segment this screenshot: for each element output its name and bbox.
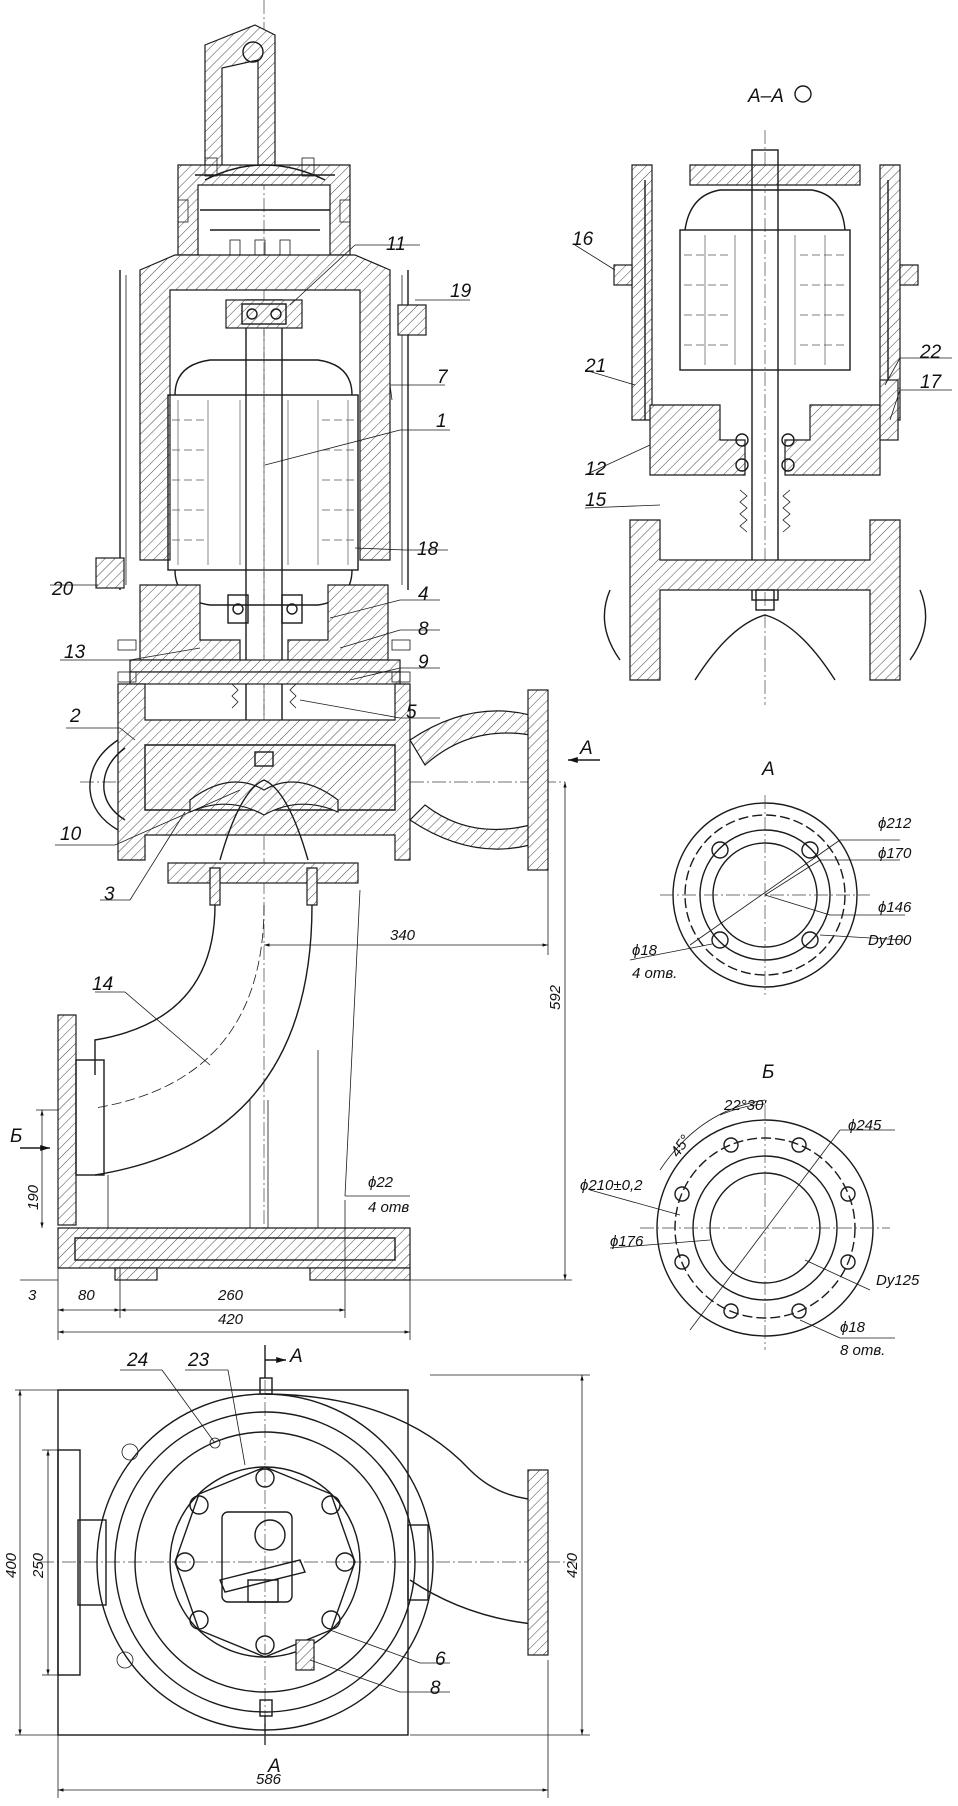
flange-b-phi245: ϕ245 — [848, 1117, 882, 1134]
part-4: 4 — [418, 584, 429, 605]
part-10: 10 — [60, 824, 82, 845]
dim-190: 190 — [25, 1184, 42, 1210]
section-a-a-view: A–A — [603, 85, 927, 705]
part-3: 3 — [104, 884, 115, 905]
flange-b-phi210: ϕ210±0,2 — [580, 1177, 643, 1194]
part-13: 13 — [64, 642, 86, 663]
flange-a-phi146: ϕ146 — [878, 899, 912, 916]
dim-420-v: 420 — [564, 1552, 581, 1578]
part-12: 12 — [585, 459, 607, 480]
flange-a-phi170: ϕ170 — [878, 845, 912, 862]
flange-a-phi18: ϕ18 — [632, 942, 658, 959]
flange-a-dy100: Dy100 — [868, 932, 912, 949]
flange-b-holes: 8 отв. — [840, 1342, 885, 1359]
part-6: 6 — [435, 1649, 446, 1670]
flange-a-phi212: ϕ212 — [878, 815, 912, 832]
dim-80: 80 — [78, 1287, 95, 1304]
view-b-title: Б — [762, 1062, 774, 1083]
part-11: 11 — [386, 234, 406, 255]
dim-400: 400 — [3, 1552, 20, 1578]
dim-592: 592 — [547, 984, 564, 1010]
svg-text:А: А — [267, 1756, 281, 1777]
plan-view — [40, 1377, 575, 1745]
dim-phi22: ϕ22 — [368, 1174, 394, 1191]
flange-a-holes: 4 отв. — [632, 965, 677, 982]
flange-b-phi18: ϕ18 — [840, 1319, 866, 1336]
section-title: A–A — [747, 86, 784, 107]
part-22: 22 — [919, 342, 942, 363]
part-18: 18 — [417, 539, 439, 560]
part-8-plan: 8 — [430, 1678, 441, 1699]
part-1: 1 — [436, 411, 447, 432]
flange-b-angle-45: 45° — [667, 1132, 694, 1160]
dim-260: 260 — [217, 1287, 244, 1304]
dim-3: 3 — [28, 1287, 37, 1304]
flange-b-dy125: Dy125 — [876, 1272, 920, 1289]
dim-250: 250 — [30, 1552, 47, 1579]
cut-marks: А Б А А — [10, 738, 600, 1777]
part-7: 7 — [437, 367, 449, 388]
part-labels-main: 11 19 7 1 18 4 8 9 5 20 13 2 10 3 14 — [50, 234, 472, 1066]
dim-420: 420 — [218, 1311, 244, 1328]
part-17: 17 — [920, 372, 943, 393]
flange-b-angle-22: 22°30' — [723, 1097, 767, 1114]
svg-text:А: А — [289, 1346, 303, 1367]
part-15: 15 — [585, 490, 607, 511]
part-16: 16 — [572, 229, 594, 250]
svg-text:А: А — [579, 738, 593, 759]
part-23: 23 — [187, 1350, 210, 1371]
flange-b-phi176: ϕ176 — [610, 1233, 644, 1250]
main-section-view — [57, 0, 565, 1281]
flange-view-a: А ϕ212 ϕ170 ϕ146 Dy100 ϕ18 4 отв. — [629, 759, 912, 995]
flange-view-b: Б 22°30' 45° ϕ245 ϕ210±0,2 ϕ176 Dy125 — [580, 1062, 920, 1359]
part-21: 21 — [584, 356, 606, 377]
part-labels-plan: 24 23 6 8 — [120, 1350, 450, 1699]
part-8: 8 — [418, 619, 429, 640]
part-labels-a-a: 16 21 12 15 22 17 — [572, 229, 952, 511]
part-19: 19 — [450, 281, 472, 302]
svg-text:Б: Б — [10, 1126, 22, 1147]
part-9: 9 — [418, 652, 429, 673]
dim-340: 340 — [390, 927, 416, 944]
part-14: 14 — [92, 974, 113, 995]
part-20: 20 — [51, 579, 74, 600]
part-5: 5 — [406, 702, 417, 723]
dim-586: 586 — [256, 1771, 282, 1788]
part-24: 24 — [126, 1350, 148, 1371]
view-a-title: А — [761, 759, 775, 780]
part-2: 2 — [69, 706, 81, 727]
dimensions-main: 340 592 190 3 80 260 420 ϕ22 4 отв — [20, 782, 572, 1340]
dimensions-plan: 400 250 420 586 — [3, 1374, 590, 1798]
dim-phi22-holes: 4 отв — [368, 1199, 409, 1216]
